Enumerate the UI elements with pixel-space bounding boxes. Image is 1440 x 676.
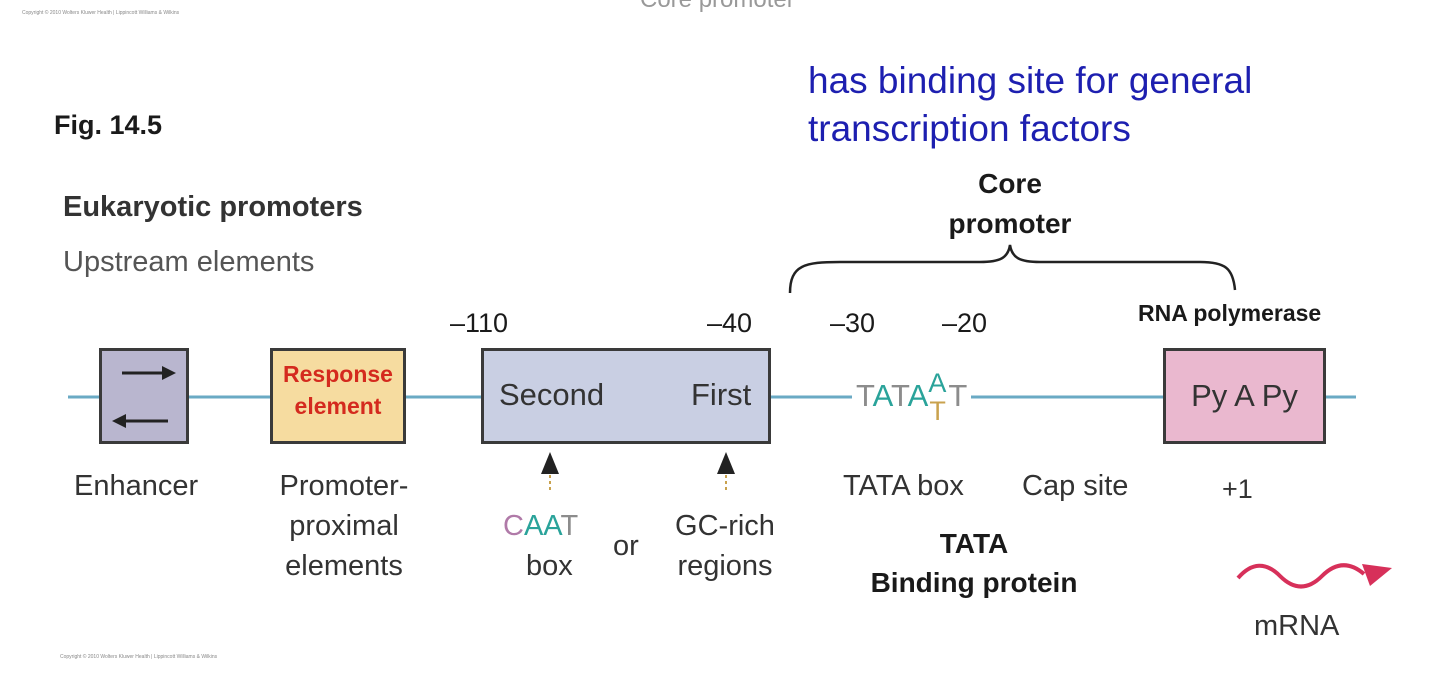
copyright-bottom: Copyright © 2010 Wolters Kluwer Health |…	[60, 654, 218, 660]
cap-site-label: Cap site	[1022, 470, 1129, 502]
core-promoter-label-1: Core	[978, 168, 1042, 199]
enhancer-label: Enhancer	[74, 470, 199, 502]
promoter-proximal-label-1: Promoter-	[279, 470, 409, 502]
caat-t: T	[560, 510, 579, 542]
response-element-label-2: element	[294, 393, 382, 419]
tata-t1: T	[856, 378, 873, 413]
response-element-label-1: Response	[283, 361, 393, 387]
enhancer-box	[99, 348, 189, 444]
mrna-squiggle	[1236, 563, 1392, 589]
position-minus-20: –20	[942, 308, 988, 338]
core-promoter-brace	[788, 244, 1237, 294]
position-minus-110: –110	[450, 308, 509, 338]
core-promoter-label-2: promoter	[948, 208, 1072, 239]
gc-rich-label-1: GC-rich	[675, 510, 775, 542]
tata-a-top: A	[928, 368, 947, 398]
or-label: or	[613, 530, 639, 562]
caat-arrow	[541, 452, 559, 492]
tata-box-label: TATA box	[843, 470, 964, 502]
tata-t-bottom: T	[929, 396, 946, 426]
upstream-region-box: Second First	[481, 348, 771, 444]
response-element-box: Response element	[270, 348, 406, 444]
copyright-top: Copyright © 2010 Wolters Kluwer Health |…	[22, 10, 180, 16]
first-label: First	[691, 377, 752, 412]
caat-a2: A	[543, 510, 561, 542]
diagram-title: Eukaryotic promoters	[63, 191, 363, 223]
mrna-label: mRNA	[1254, 610, 1340, 642]
gc-arrow	[717, 452, 735, 492]
promoter-proximal-label-3: elements	[285, 550, 403, 582]
tata-a1: A	[872, 378, 892, 413]
position-minus-40: –40	[707, 308, 753, 338]
caat-c: C	[503, 510, 524, 542]
position-plus-1: +1	[1222, 474, 1253, 504]
annotation-line-1: has binding site for general	[808, 60, 1253, 101]
arrow-right-icon	[122, 366, 176, 380]
tbp-label-2: Binding protein	[870, 567, 1078, 598]
pyapy-box: Py A Py	[1163, 348, 1326, 444]
caat-a1: A	[523, 510, 544, 542]
caat-box-label: box	[526, 550, 573, 582]
cut-title: Core promoter	[640, 0, 795, 14]
caat-label: CAAT	[503, 510, 578, 543]
gc-rich-label-2: regions	[677, 550, 773, 582]
annotation-line-2: transcription factors	[808, 108, 1131, 149]
promoter-proximal-label-2: proximal	[289, 510, 399, 542]
diagram-subtitle: Upstream elements	[63, 246, 315, 278]
position-minus-30: –30	[830, 308, 876, 338]
tbp-label-1: TATA	[939, 528, 1009, 559]
pyapy-label: Py A Py	[1191, 378, 1298, 413]
tata-a2: A	[907, 378, 929, 413]
tata-t-end: T	[948, 378, 968, 413]
fig-label: Fig. 14.5	[54, 110, 163, 140]
arrow-left-icon	[112, 414, 168, 428]
rna-polymerase-label: RNA polymerase	[1138, 300, 1322, 326]
second-label: Second	[499, 377, 605, 412]
tata-t2: T	[891, 378, 908, 413]
